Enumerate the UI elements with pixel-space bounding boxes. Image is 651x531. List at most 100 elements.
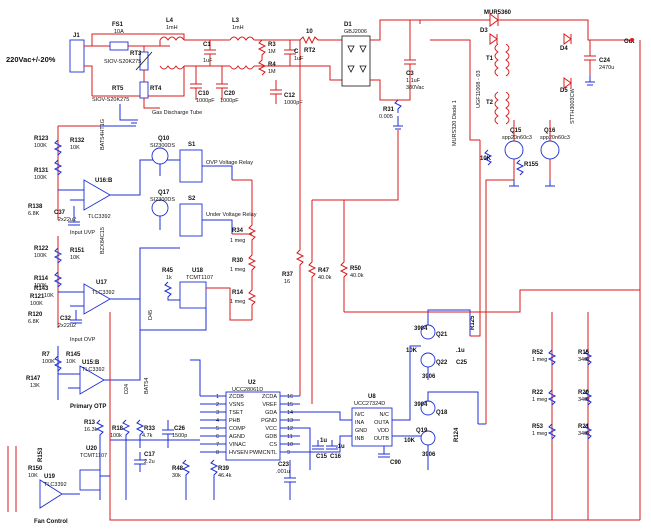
resistor-r13 bbox=[95, 419, 105, 444]
inductor-l4 bbox=[159, 36, 185, 70]
c23-ref: C23 bbox=[278, 462, 290, 468]
q22-pnp: 3906 bbox=[422, 374, 436, 380]
c12-value: 1000pF bbox=[284, 100, 303, 106]
r138-value: 6.8K bbox=[28, 211, 40, 217]
u15-value: TLC3392 bbox=[82, 367, 105, 373]
input-connector bbox=[69, 39, 85, 73]
relay-wires bbox=[159, 164, 233, 234]
r124-ref: R124 bbox=[454, 427, 460, 442]
u8-pin-label: INB bbox=[355, 436, 365, 442]
u2-pin-label: AGND bbox=[229, 434, 245, 440]
output-terminal bbox=[630, 38, 634, 42]
q10-value: SI2300DS bbox=[150, 143, 175, 149]
driver-body bbox=[351, 407, 393, 447]
otp-wires bbox=[58, 330, 141, 389]
controller-body bbox=[225, 391, 281, 461]
rt3-value: SIOV-S20K275 bbox=[104, 59, 141, 65]
fuse bbox=[109, 41, 129, 51]
relay-output-wires bbox=[232, 179, 252, 235]
l4-wires bbox=[91, 33, 185, 47]
r122-value: 100K bbox=[34, 253, 47, 259]
relay1-label: OVP Voltage Relay bbox=[206, 160, 253, 166]
bridge-body bbox=[341, 35, 371, 87]
otp-section: R7 100K R145 10K R147 13K U15:B TLC3392 … bbox=[26, 330, 141, 410]
cx-value: 1uF bbox=[294, 56, 304, 62]
r34-ref: R34 bbox=[232, 228, 244, 234]
c1-ref: C1 bbox=[203, 42, 211, 48]
fuse-value: 10A bbox=[114, 29, 124, 35]
controller-u2: U2 UCC28061D ZCDB1VSNS2TSET3PHB4COMP5AGN… bbox=[200, 380, 300, 461]
c37-ref: C37 bbox=[54, 210, 66, 216]
c-val-2: .1u bbox=[336, 444, 345, 450]
d2-value: MUR5360 bbox=[484, 10, 512, 16]
u2-pin-number: 14 bbox=[287, 410, 293, 416]
optocoupler-u20 bbox=[79, 469, 101, 491]
r20-ref: R20 bbox=[578, 390, 590, 396]
mosfet-q10 bbox=[151, 147, 169, 165]
r123-value: 100K bbox=[34, 143, 47, 149]
r7-ref: R7 bbox=[42, 352, 50, 358]
r123-ref: R123 bbox=[34, 136, 49, 142]
mosfet-q16 bbox=[540, 140, 560, 160]
resistor-r123-r131 bbox=[53, 139, 63, 176]
u2-pin-number: 8 bbox=[216, 450, 219, 456]
q21-npn: 3904 bbox=[414, 326, 428, 332]
input-connector-ref: J1 bbox=[73, 33, 80, 39]
otp-label: Primary OTP bbox=[70, 404, 106, 410]
varistor-rt3-arrow bbox=[135, 51, 153, 71]
u2-pin-number: 3 bbox=[216, 410, 219, 416]
c10-value: 1000pF bbox=[196, 98, 215, 104]
c17-ref: C17 bbox=[144, 452, 156, 458]
u2-pin-number: 15 bbox=[287, 402, 293, 408]
optocoupler-u18 bbox=[179, 281, 207, 309]
u2-value: UCC28061D bbox=[232, 387, 263, 393]
u2-right-leads bbox=[280, 395, 300, 453]
r120-ref: R120 bbox=[28, 312, 43, 318]
varistor-rt4 bbox=[139, 81, 149, 99]
transformer-t2 bbox=[494, 91, 510, 125]
u18-ref: U18 bbox=[192, 268, 204, 274]
t1-ref: T1 bbox=[486, 56, 494, 62]
d3-ref: D3 bbox=[480, 28, 488, 34]
r13-value: 16.3k bbox=[84, 427, 98, 433]
r53-value: 1 meg bbox=[532, 431, 547, 437]
fuse-ref: FS1 bbox=[112, 22, 124, 28]
r47-value: 40.0k bbox=[318, 275, 332, 281]
u8-pin-label: N/C bbox=[355, 412, 365, 418]
uvp-ovp-section: R123 100K R131 100K R138 6.8K R132 10K B… bbox=[28, 119, 257, 394]
resistor-r37 bbox=[295, 40, 305, 396]
l4-value: 1mH bbox=[166, 25, 178, 31]
transformer-t1 bbox=[494, 43, 510, 77]
r47-ref: R47 bbox=[318, 268, 330, 274]
resistor-r39 bbox=[209, 459, 219, 486]
capacitor-cx bbox=[284, 40, 296, 66]
r39-ref: R39 bbox=[218, 466, 230, 472]
u17-wires bbox=[58, 247, 180, 307]
bridge-rectifier: D1 GBJ2006 bbox=[341, 19, 410, 101]
c10-ref: C10 bbox=[198, 91, 210, 97]
input-ovp-label: Input OVP bbox=[70, 337, 96, 343]
capacitor-c24 bbox=[584, 40, 596, 76]
zener-label-1: BAT54HT1G bbox=[100, 119, 106, 150]
u2-pin-number: 13 bbox=[287, 418, 293, 424]
mosfet-q15 bbox=[504, 140, 524, 160]
c3-value: 1.1uF bbox=[406, 78, 421, 84]
r20-value: 340k bbox=[578, 397, 590, 403]
u8-pin-label: VDD bbox=[377, 428, 389, 434]
u2-pin-label: CS bbox=[269, 442, 277, 448]
u16-wires bbox=[58, 125, 180, 201]
resistor-r47 bbox=[307, 200, 317, 404]
diode-d5 bbox=[563, 77, 572, 89]
bulk-capacitor-section: C3 1.1uF 380Vac R31 0.005 bbox=[379, 20, 424, 130]
q21-ref: Q21 bbox=[436, 332, 448, 338]
r22-ref: R22 bbox=[532, 390, 544, 396]
resistors-r15-r20-r21 bbox=[583, 349, 593, 440]
u2-pin-label: VREF bbox=[262, 402, 277, 408]
r34-value: 1 meg bbox=[230, 238, 245, 244]
r52-ref: R52 bbox=[532, 350, 544, 356]
q21-q22-wires bbox=[402, 309, 471, 421]
r40-value: 10K bbox=[406, 348, 418, 354]
ground-symbol-3 bbox=[585, 76, 595, 86]
d45-ref: D45 bbox=[148, 310, 154, 320]
r155-ref: R155 bbox=[524, 162, 539, 168]
